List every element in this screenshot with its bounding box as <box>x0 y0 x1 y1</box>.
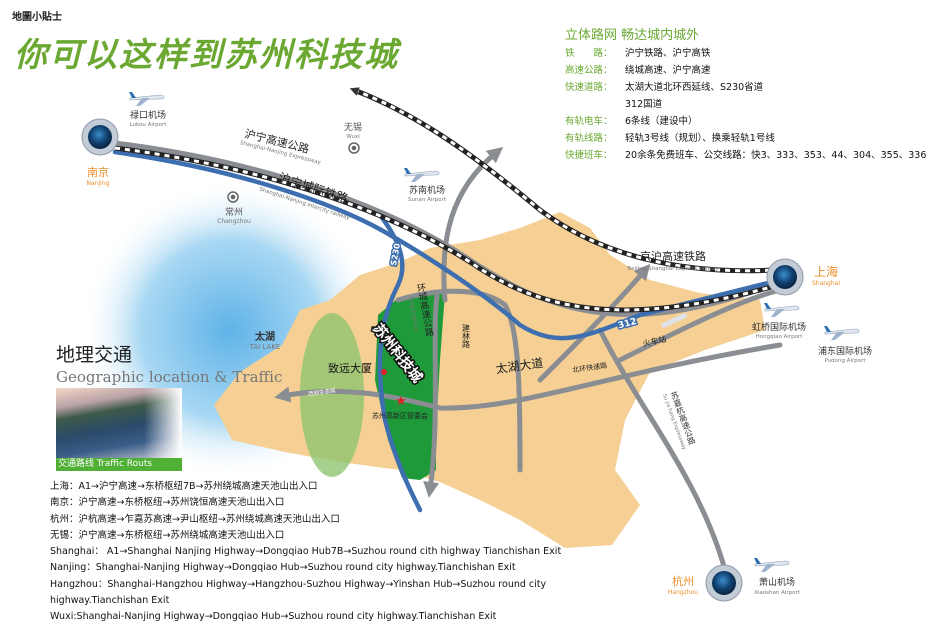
city-marker-wuxi <box>348 142 360 154</box>
hub-shanghai[interactable] <box>766 258 804 296</box>
label-eco: 西部生态城 <box>308 386 337 398</box>
label-jing-hu-rail-cn: 京沪高速铁路 <box>640 249 706 263</box>
admin-star-icon: ★ <box>395 394 407 409</box>
tech-city-zone <box>375 293 445 480</box>
label-sunan-en: Sunan Airport <box>408 197 447 203</box>
info-row: 有轨电车：6条线（建设中） <box>565 116 698 127</box>
route-line: Nanjing：Shanghai-Nanjing Highway→Dongqia… <box>50 562 516 574</box>
label-nanjing-en: Nanjing <box>87 180 110 187</box>
label-lukou-cn: 禄口机场 <box>130 109 166 121</box>
plane-icon-hongqiao <box>763 302 800 318</box>
info-row: 有轨线路：轻轨3号线（规划）、换乘轻轨1号线 <box>565 133 775 144</box>
eco-city-zone <box>300 313 364 477</box>
road-su-jia-hang <box>597 327 728 573</box>
road-hongqiao <box>537 263 651 383</box>
label-hangzhou-en: Hangzhou <box>668 589 698 596</box>
label-jianlin: 建林路 <box>462 323 471 348</box>
geo-title-en: Geographic location & Traffic <box>56 368 283 386</box>
info-row: 快速道路：太湖大道北环西延线、S230省道 <box>565 82 764 93</box>
info-row: 312国道 <box>625 99 663 110</box>
label-shanghai-cn: 上海 <box>814 264 838 279</box>
highway-photo <box>56 388 182 458</box>
train-icon <box>661 313 688 328</box>
road-taihu-avenue <box>274 342 783 411</box>
geo-title-cn: 地理交通 <box>56 344 133 366</box>
label-shanghai-en: Shanghai <box>812 280 840 287</box>
rail-hu-ning <box>114 146 783 312</box>
route-line: 南京：沪宁高速→东桥枢纽→苏州饶恒高速天池山出入口 <box>50 497 285 509</box>
plane-icon-xiaoshan <box>753 557 790 573</box>
label-hongqiao-en: Hongqiao Airport <box>756 334 804 340</box>
geo-section-heading: 地理交通 Geographic location & Traffic <box>56 340 282 386</box>
route-line: 上海：A1→沪宁高速→东桥枢纽7B→苏州绕城高速天池山出入口 <box>50 481 318 492</box>
zhiyuan-building-marker <box>381 369 387 375</box>
page-title: 你可以这样到苏州科技城 <box>14 35 399 74</box>
hub-nanjing[interactable] <box>81 118 119 156</box>
route-line: 杭州：沪杭高速→乍嘉苏高速→尹山枢纽→苏州绕城高速天池山出入口 <box>50 513 340 525</box>
label-wuxi-cn: 无锡 <box>344 122 362 133</box>
label-station: 火车站 <box>642 334 668 349</box>
route-line: Hangzhou：Shanghai-Hangzhou Highway→Hangz… <box>50 578 547 590</box>
label-zhiyuan: 致远大厦 <box>328 361 372 375</box>
info-heading: 立体路网 畅达城内城外 <box>565 28 700 43</box>
info-row: 高速公路：绕城高速、沪宁高速 <box>565 65 711 76</box>
label-xiaoshan-en: Xiaoshan Airport <box>754 590 801 596</box>
photo-caption: 交通路线 Traffic Routs <box>56 458 182 471</box>
label-taihu-avenue: 太湖大道 <box>495 355 545 377</box>
route-line: Shanghai： A1→Shanghai Nanjing Highway→Do… <box>50 546 562 558</box>
label-lake-cn: 太湖 <box>254 330 275 343</box>
road-beihuan <box>617 287 783 363</box>
info-row: 快捷班车：20余条免费班车、公交线路：快3、333、353、44、304、355… <box>565 150 927 161</box>
plane-icon-lukou <box>128 91 165 107</box>
label-lake-en: TAI LAKE <box>249 343 281 351</box>
road-loop <box>395 288 523 473</box>
label-pudong-en: Pudong Airport <box>824 358 866 364</box>
label-sunan-cn: 苏南机场 <box>409 184 445 196</box>
label-changzhou-cn: 常州 <box>225 206 243 218</box>
label-wuxi-en: Wuxi <box>346 134 360 140</box>
label-xiaoshan-cn: 萧山机场 <box>759 576 795 588</box>
plane-icon-sunan <box>403 167 440 183</box>
label-changzhou-en: Changzhou <box>217 218 251 225</box>
route-line: Wuxi:Shanghai-Nanjing Highway→Dongqiao H… <box>50 611 497 623</box>
label-admin: 苏州高新区管委会 <box>372 411 428 420</box>
label-lukou-en: Lukou Airport <box>130 122 168 128</box>
route-line: 无锡：沪宁高速→东桥枢纽→苏州绕城高速天池山出入口 <box>50 529 285 541</box>
hub-hangzhou[interactable] <box>705 564 743 602</box>
city-marker-changzhou <box>227 191 239 203</box>
label-hongqiao-cn: 虹桥国际机场 <box>752 321 806 333</box>
rail-jing-hu <box>349 87 776 273</box>
route-directions: 上海：A1→沪宁高速→东桥枢纽7B→苏州绕城高速天池山出入口 南京：沪宁高速→东… <box>50 479 561 626</box>
transport-info-panel: 立体路网 畅达城内城外 铁 路：沪宁铁路、沪宁高铁 高速公路：绕城高速、沪宁高速… <box>565 27 926 164</box>
road-ring-expressway <box>423 293 440 498</box>
road-s230 <box>377 212 423 513</box>
map-tips-tag: 地圖小貼士 <box>12 12 62 23</box>
suzhou-land <box>214 212 765 548</box>
info-row: 铁 路：沪宁铁路、沪宁高铁 <box>565 48 711 59</box>
route-line: highway.Tianchishan Exit <box>50 595 170 607</box>
label-jing-hu-rail-en: Beijing-Shanghai Express railway <box>627 266 719 272</box>
label-pudong-cn: 浦东国际机场 <box>818 345 872 357</box>
label-nanjing-cn: 南京 <box>87 165 109 179</box>
plane-icon-pudong <box>823 325 860 341</box>
label-hangzhou-cn: 杭州 <box>672 574 694 588</box>
